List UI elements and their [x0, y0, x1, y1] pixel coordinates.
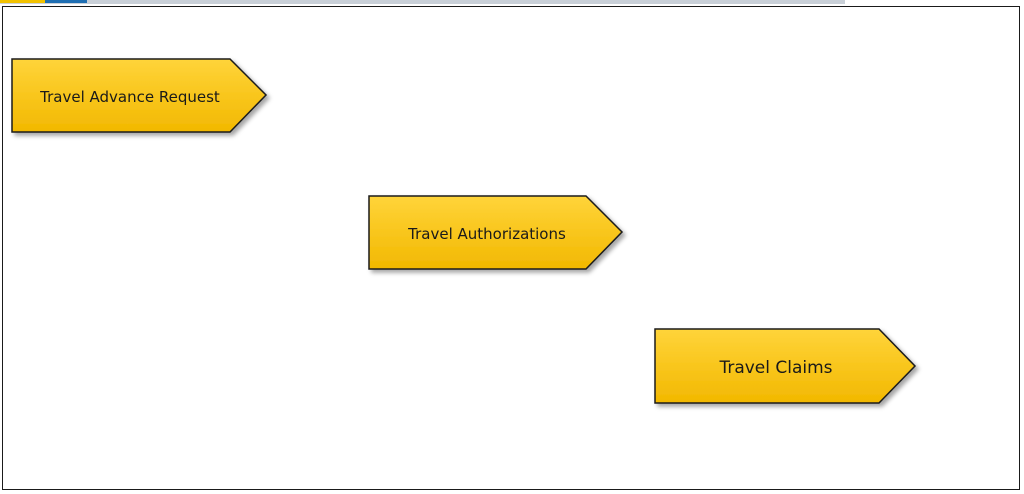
step-label-travel-advance-request: Travel Advance Request — [39, 88, 220, 106]
top-accent-yellow — [0, 0, 45, 3]
step-label-travel-authorizations: Travel Authorizations — [407, 225, 566, 243]
step-travel-claims[interactable]: Travel Claims — [654, 328, 917, 404]
arrow-shape-travel-claims — [654, 328, 917, 404]
step-travel-advance-request[interactable]: Travel Advance Request — [11, 58, 268, 133]
step-travel-authorizations[interactable]: Travel Authorizations — [368, 195, 624, 270]
top-accent-blue — [45, 0, 87, 3]
arrow-shape-travel-advance-request — [11, 58, 268, 133]
arrow-shape-travel-authorizations — [368, 195, 624, 270]
top-strip — [0, 0, 845, 4]
step-label-travel-claims: Travel Claims — [718, 358, 832, 378]
